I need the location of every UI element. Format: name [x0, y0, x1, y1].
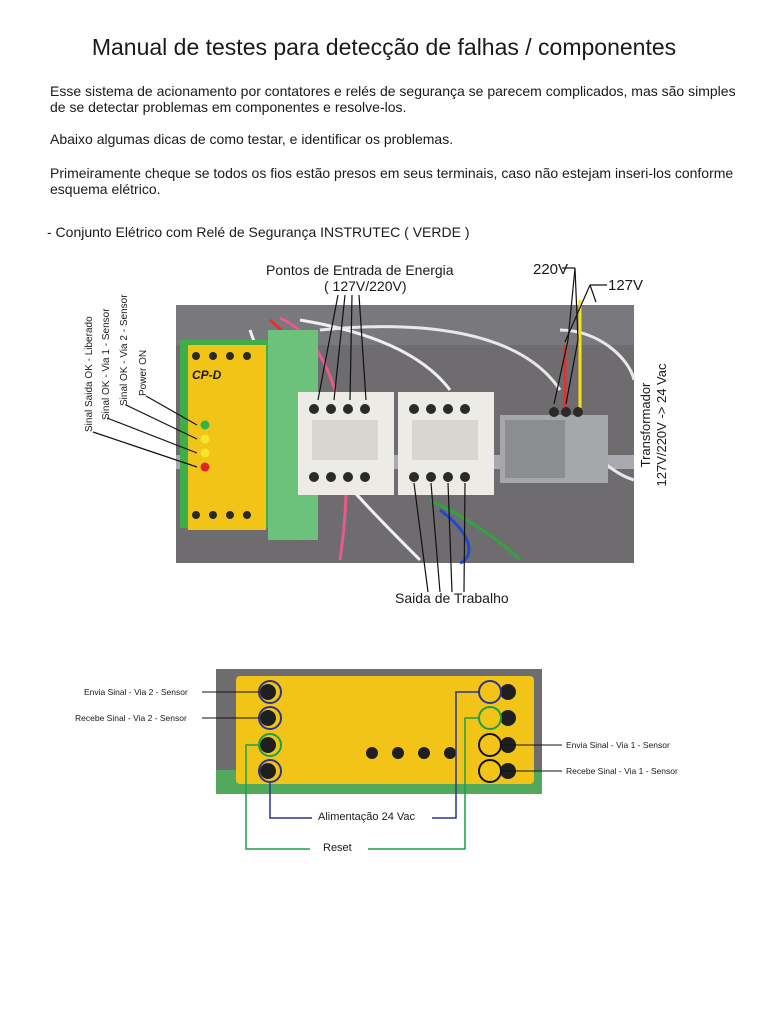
tips-paragraph: Abaixo algumas dicas de como testar, e i… — [50, 131, 454, 147]
page-title: Manual de testes para detecção de falhas… — [91, 34, 677, 60]
label-220v: 220V — [533, 261, 569, 278]
label-127v: 127V — [608, 277, 644, 294]
relay-brand: CP-D — [192, 368, 222, 382]
right-label-recebe-via1: Recebe Sinal - Via 1 - Sensor — [566, 766, 678, 776]
section-heading: - Conjunto Elétrico com Relé de Seguranç… — [47, 224, 470, 240]
supply-label: Alimentação 24 Vac — [318, 811, 416, 823]
transformer-label: Transformador 127V/220V -> 24 Vac — [638, 363, 669, 487]
led-label-power: Power ON — [138, 349, 149, 396]
assembly-photo — [92, 267, 636, 593]
left-label-recebe-via2: Recebe Sinal - Via 2 - Sensor — [75, 713, 187, 723]
led-label-via1: Sinal OK - Via 1 - Sensor — [101, 308, 112, 420]
relay-terminal-diagram: Envia Sinal - Via 2 - Sensor Recebe Sina… — [0, 660, 768, 860]
work-output-label: Saida de Trabalho — [395, 590, 509, 606]
led-label-via2: Sinal OK - Via 2 - Sensor — [119, 294, 130, 406]
check-wires-paragraph: Primeiramente cheque se todos os fios es… — [50, 165, 734, 197]
energy-input-voltage: ( 127V/220V) — [324, 278, 407, 294]
electrical-assembly-diagram: Pontos de Entrada de Energia ( 127V/220V… — [84, 261, 669, 606]
right-label-envia-via1: Envia Sinal - Via 1 - Sensor — [566, 740, 670, 750]
reset-label: Reset — [323, 842, 352, 854]
intro-paragraph: Esse sistema de acionamento por contator… — [50, 83, 736, 115]
relay-closeup-photo — [202, 669, 562, 850]
led-label-liberado: Sinal Saida OK - Liberado — [84, 316, 95, 432]
energy-input-label: Pontos de Entrada de Energia — [266, 262, 454, 278]
left-label-envia-via2: Envia Sinal - Via 2 - Sensor — [84, 687, 188, 697]
